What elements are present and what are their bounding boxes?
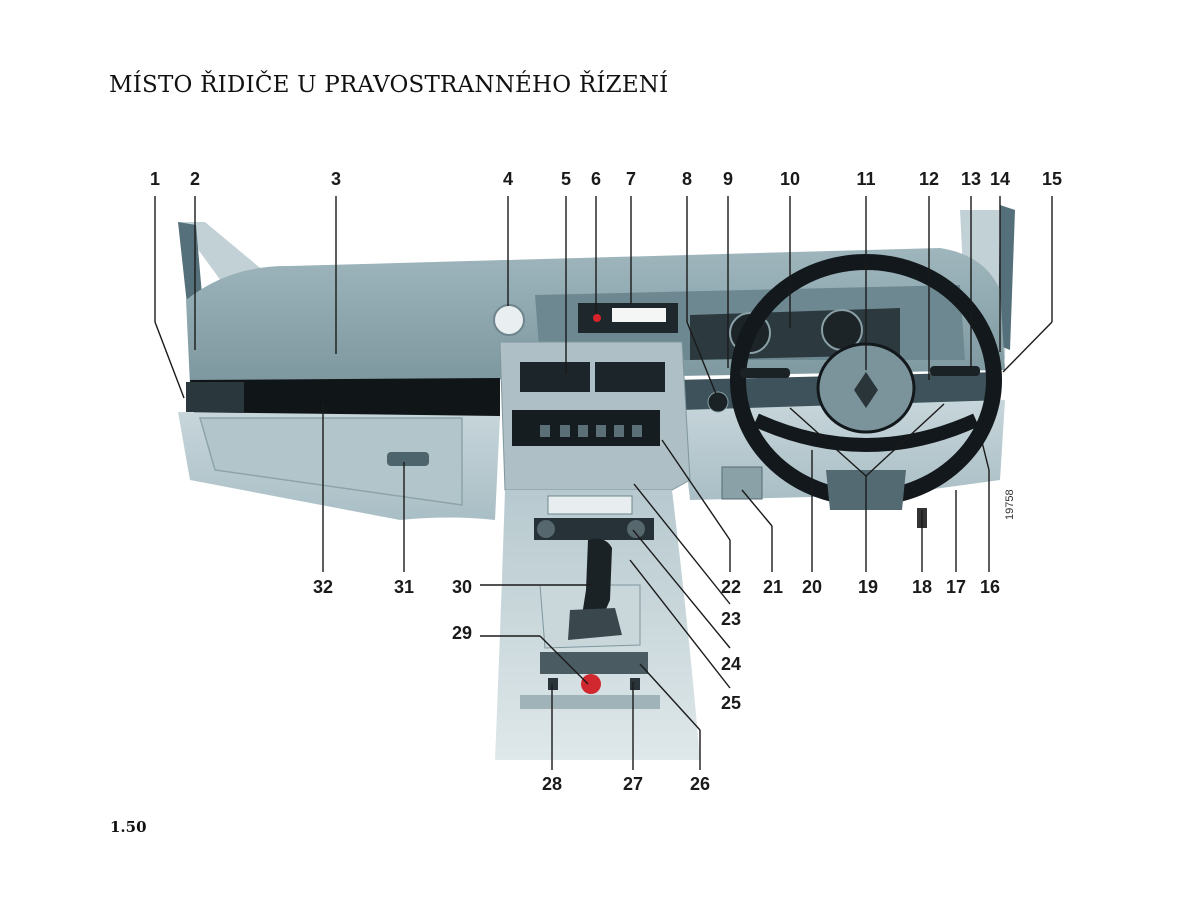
callout-20: 20 — [801, 577, 823, 597]
callout-29: 29 — [451, 623, 473, 643]
callout-17: 17 — [945, 577, 967, 597]
climate-panel — [534, 518, 654, 540]
callout-13: 13 — [960, 169, 982, 189]
callout-28: 28 — [541, 774, 563, 794]
gear-lever — [580, 538, 612, 630]
hazard-switch — [581, 674, 601, 694]
centre-vent-right — [595, 362, 665, 392]
callout-4: 4 — [502, 169, 514, 189]
callout-14: 14 — [989, 169, 1011, 189]
figure-code: 19758 — [1004, 489, 1016, 520]
callout-26: 26 — [689, 774, 711, 794]
callout-22: 22 — [720, 577, 742, 597]
warning-led — [593, 314, 601, 322]
callout-24: 24 — [720, 654, 742, 674]
page-number: 1.50 — [110, 818, 147, 836]
wiper-stalk — [930, 366, 980, 376]
climate-knob-left — [537, 520, 555, 538]
callout-8: 8 — [681, 169, 693, 189]
radio-buttons — [540, 425, 642, 437]
callout-6: 6 — [590, 169, 602, 189]
callout-10: 10 — [779, 169, 801, 189]
leader-lines-bottom — [322, 403, 990, 770]
console-tray — [540, 652, 648, 674]
callout-2: 2 — [189, 169, 201, 189]
callout-32: 32 — [312, 577, 334, 597]
page-title: MÍSTO ŘIDIČE U PRAVOSTRANNÉHO ŘÍZENÍ — [109, 72, 669, 98]
left-side-vent — [186, 382, 244, 412]
callout-19: 19 — [857, 577, 879, 597]
right-a-pillar-shadow — [998, 205, 1015, 350]
console-switch-left — [548, 678, 558, 690]
right-side-vent — [721, 466, 763, 500]
callout-23: 23 — [720, 609, 742, 629]
climate-knob-right — [627, 520, 645, 538]
glovebox — [199, 417, 463, 506]
callout-16: 16 — [979, 577, 1001, 597]
callout-5: 5 — [560, 169, 572, 189]
callout-18: 18 — [911, 577, 933, 597]
indicator-stalk — [740, 368, 790, 378]
callout-9: 9 — [722, 169, 734, 189]
black-trim-strip — [190, 378, 500, 420]
callout-12: 12 — [918, 169, 940, 189]
callout-3: 3 — [330, 169, 342, 189]
callout-25: 25 — [720, 693, 742, 713]
callout-11: 11 — [856, 169, 876, 189]
console-display — [547, 495, 633, 515]
glovebox-handle — [387, 452, 429, 466]
callout-30: 30 — [451, 577, 473, 597]
leader-lines-top — [154, 196, 1053, 399]
callout-7: 7 — [625, 169, 637, 189]
callout-27: 27 — [622, 774, 644, 794]
callout-31: 31 — [393, 577, 415, 597]
callout-21: 21 — [762, 577, 784, 597]
top-speaker — [493, 304, 525, 336]
callout-15: 15 — [1041, 169, 1063, 189]
centre-display-screen — [612, 308, 666, 322]
callout-1: 1 — [149, 169, 161, 189]
renault-logo — [854, 372, 878, 408]
ignition-switch — [707, 391, 729, 413]
gear-lever-boot — [568, 608, 622, 640]
console-switch-right — [630, 678, 640, 690]
console-base — [520, 695, 660, 709]
centre-vent-left — [520, 362, 590, 392]
